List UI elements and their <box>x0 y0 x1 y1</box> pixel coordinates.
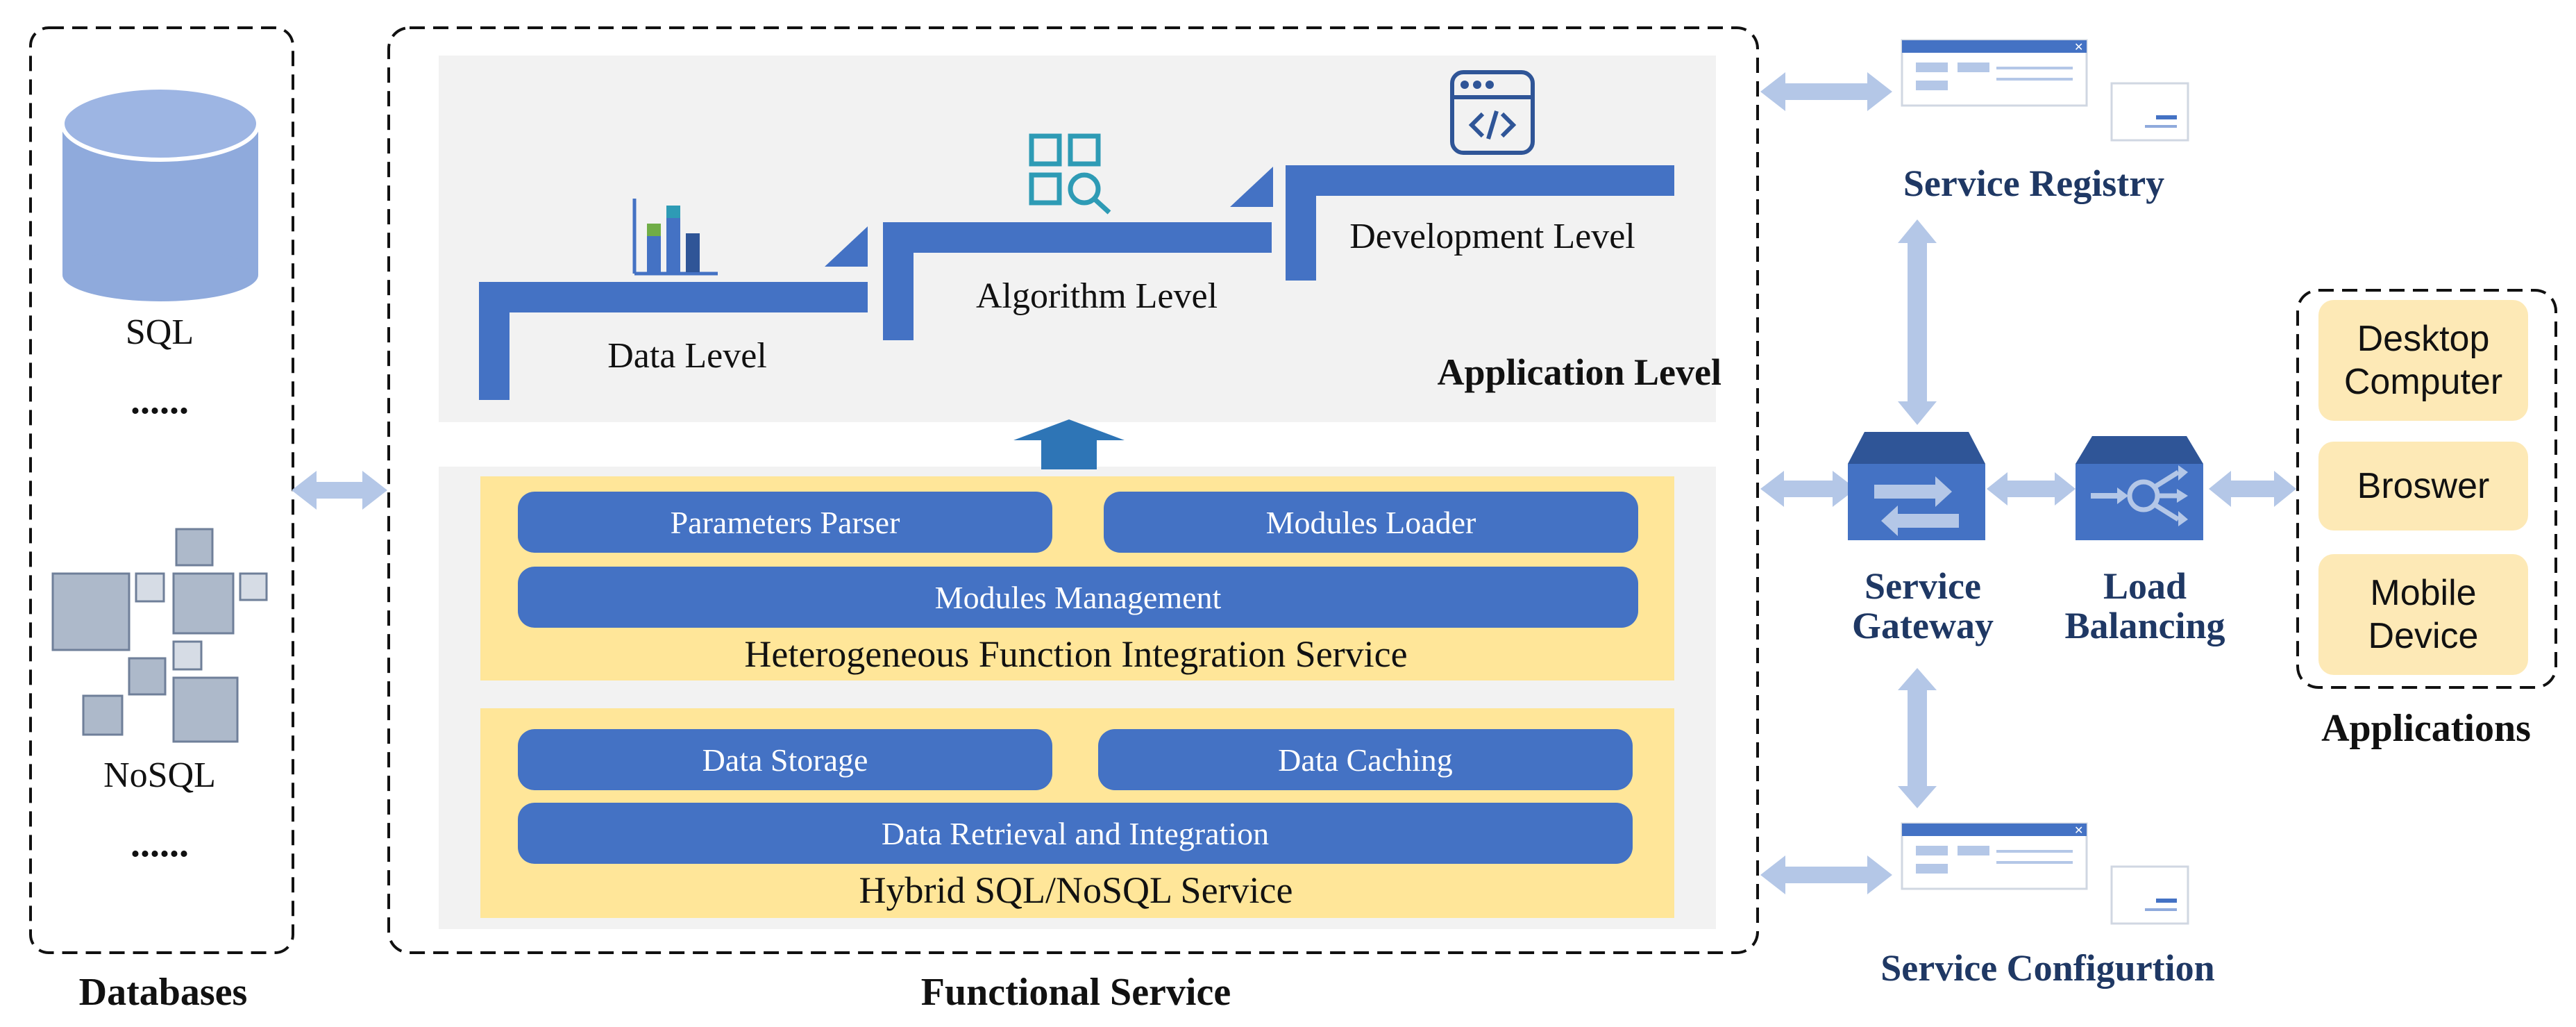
application-level-title: Application Level <box>1437 351 1721 393</box>
svg-text:✕: ✕ <box>2074 824 2083 837</box>
gateway-arrow <box>1760 471 1856 507</box>
code-window-icon <box>1450 70 1535 155</box>
db-ellipsis-2: ...... <box>131 822 189 865</box>
app-mobile-device: Mobile Device <box>2318 554 2528 675</box>
configuration-arrow <box>1760 855 1892 894</box>
step-label-algorithm-level: Algorithm Level <box>975 276 1218 316</box>
service-configuration-label: Service Configurtion <box>1880 947 2215 989</box>
nosql-label: NoSQL <box>103 755 216 795</box>
svg-text:✕: ✕ <box>2074 40 2083 53</box>
bar-chart-icon <box>632 199 718 276</box>
functional-service-frame <box>387 26 1759 954</box>
load-balancing-label: Load Balancing <box>2064 565 2225 646</box>
modules-management-pill: Modules Management <box>518 567 1638 628</box>
database-cylinder-icon <box>60 85 260 301</box>
registry-gateway-arrow <box>1898 219 1937 425</box>
step-label-development-level: Development Level <box>1349 217 1635 256</box>
gateway-configuration-arrow <box>1898 668 1937 808</box>
step-label-data-level: Data Level <box>607 336 767 376</box>
staircase <box>479 165 1674 400</box>
data-caching-pill: Data Caching <box>1098 729 1633 790</box>
applications-title: Applications <box>2321 707 2531 750</box>
loadbalancer-apps-arrow <box>2209 471 2296 507</box>
modules-loader-pill: Modules Loader <box>1104 492 1638 553</box>
up-arrow <box>1013 419 1125 469</box>
nosql-blocks-icon <box>51 528 268 743</box>
hybrid-service-title: Hybrid SQL/NoSQL Service <box>859 869 1293 911</box>
service-registry-label: Service Registry <box>1903 162 2165 204</box>
db-service-arrow <box>292 471 387 510</box>
registry-window-panel-icon: ✕ <box>1901 39 2189 142</box>
registry-arrow <box>1760 72 1892 111</box>
configuration-window-panel-icon: ✕ <box>1901 822 2189 925</box>
db-ellipsis-1: ...... <box>131 379 189 422</box>
gateway-switch-icon <box>1848 432 1985 540</box>
load-balancer-icon <box>2076 436 2203 540</box>
applications-frame <box>2296 289 2557 689</box>
service-gateway-label: Service Gateway <box>1852 565 1994 646</box>
grid-search-icon <box>1029 133 1111 215</box>
gateway-loadbalancer-arrow <box>1987 472 2076 506</box>
sql-label: SQL <box>125 312 194 352</box>
functional-service-title: Functional Service <box>920 971 1231 1014</box>
data-storage-pill: Data Storage <box>518 729 1052 790</box>
parameters-parser-pill: Parameters Parser <box>518 492 1052 553</box>
app-browser: Broswer <box>2318 442 2528 531</box>
data-retrieval-pill: Data Retrieval and Integration <box>518 803 1633 864</box>
databases-title: Databases <box>78 971 248 1014</box>
integration-service-title: Heterogeneous Function Integration Servi… <box>744 633 1408 675</box>
app-desktop-computer: Desktop Computer <box>2318 300 2528 421</box>
